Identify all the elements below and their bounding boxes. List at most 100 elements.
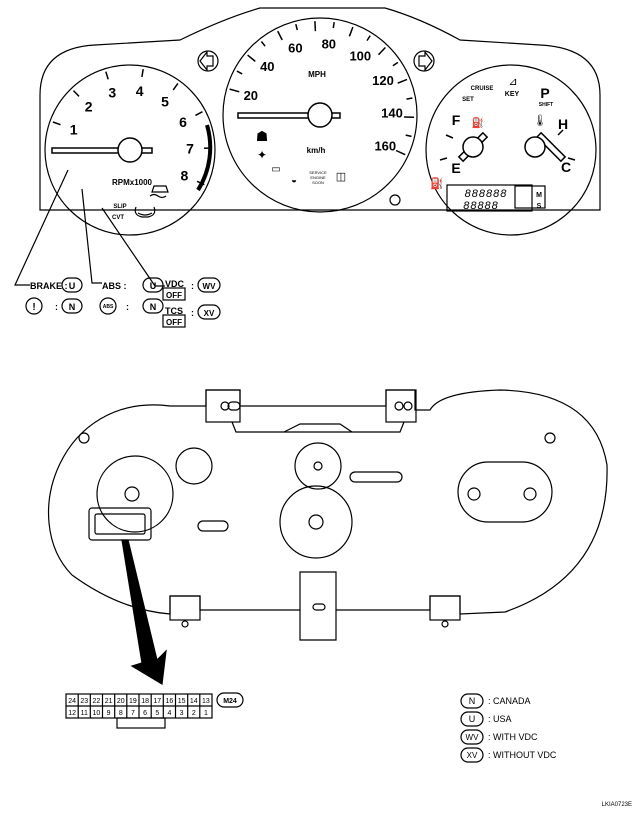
tachometer: [44, 64, 216, 236]
connector-pin: 14: [190, 698, 198, 705]
connector-m24: [65, 692, 244, 729]
speedo-tick-mark: [295, 24, 299, 31]
connector-location: [88, 507, 152, 541]
service-engine-soon-line1: SERVICE: [309, 170, 327, 175]
brake-code-n: N: [69, 302, 76, 312]
vdc-code-box: [197, 277, 221, 293]
abs-icon-text: ABS: [103, 304, 114, 310]
connector-pin: 10: [93, 710, 101, 717]
shift-label: SHIFT: [539, 102, 553, 108]
temp-cold-label: C: [561, 159, 571, 175]
speedo-tick-label: 160: [374, 138, 396, 153]
connector-pin: 20: [117, 698, 125, 705]
speedo-tick-mark: [392, 61, 399, 67]
abs-warning-icon: [99, 297, 117, 315]
fuel-empty-label: E: [451, 160, 460, 176]
brake-sep: :: [55, 302, 58, 312]
vdc-off-box: [162, 287, 186, 301]
legend-text: : USA: [488, 714, 512, 724]
odometer-mode-s: S: [537, 203, 542, 210]
connector-pin: 12: [68, 710, 76, 717]
speedo-tick-label: 60: [288, 40, 302, 55]
tach-tick-mark: [172, 82, 179, 91]
speedo-tick-mark: [348, 26, 354, 37]
speedo-tick-label: 100: [349, 48, 371, 63]
vdc-leader-line: [101, 207, 165, 287]
vdc-label: VDC: [165, 279, 185, 289]
speedo-tick-mark: [395, 149, 406, 156]
connector-pin: 24: [68, 698, 76, 705]
speedo-tick-mark: [405, 134, 412, 138]
cruise-label: CRUISE: [471, 86, 494, 92]
figure-id: LKIA0723E: [602, 802, 632, 808]
speedometer: [222, 17, 418, 213]
key-label: KEY: [505, 91, 520, 98]
connector-pin: 13: [202, 698, 210, 705]
connector-pin: 1: [204, 710, 208, 717]
tcs-label: TCS: [165, 306, 183, 316]
connector-pin: 23: [80, 698, 88, 705]
brake-warning-glyph: !: [32, 302, 35, 313]
tach-needle: [51, 147, 153, 154]
reset-knob: [389, 194, 401, 206]
speedo-tick-mark: [406, 97, 413, 100]
speedo-tick-mark: [277, 30, 283, 41]
tach-redzone-arc: [196, 124, 213, 192]
abs-code-u: U: [150, 281, 157, 291]
speedo-tick-mark: [397, 78, 408, 84]
door-ajar-icon: ⊿: [508, 76, 517, 88]
legend-code: N: [469, 696, 476, 706]
vdc-off-label: OFF: [166, 291, 182, 300]
connector-arrow: [121, 539, 167, 685]
low-fuel-icon: ⛽: [430, 177, 444, 190]
tcs-code-box: [197, 304, 221, 320]
brake-warning-icon: [25, 297, 43, 315]
temp-needle: [535, 131, 567, 163]
speedo-tick-mark: [236, 70, 243, 75]
oil-pressure-warning-icon: ◒: [291, 175, 297, 186]
legend-text: : CANADA: [488, 696, 531, 706]
legend-code-box-xv: [460, 747, 484, 763]
tach-tick-mark: [195, 111, 203, 117]
tach-tick-label: 7: [186, 141, 194, 157]
tcs-sep: :: [191, 308, 194, 318]
connector-id: M24: [223, 698, 237, 705]
service-engine-soon-line2: ENGINE: [310, 175, 326, 180]
connector-pin: 6: [143, 710, 147, 717]
tach-tick-label: 3: [108, 85, 116, 101]
abs-code-n: N: [150, 302, 157, 312]
speedo-tick-label: 140: [381, 106, 403, 121]
temp-hot-label: H: [558, 116, 568, 132]
set-label: SET: [462, 97, 474, 103]
speedo-tick-mark: [260, 41, 266, 47]
speedo-tick-mark: [229, 88, 240, 93]
turn-right-indicator-icon: [413, 50, 435, 72]
legend-code: XV: [467, 751, 478, 760]
seatbelt-warning-icon: ☗: [256, 128, 269, 144]
coolant-temp-icon: 🌡: [533, 114, 547, 127]
speedo-tick-mark: [332, 21, 335, 29]
brake-leader-line: [14, 169, 69, 286]
odometer-digits: 888888: [465, 188, 508, 200]
brake-code-n-box: [61, 298, 83, 314]
slip-indicator-icon: [149, 185, 169, 199]
tach-tick-label: 8: [181, 167, 189, 183]
speedo-tick-label: 20: [244, 88, 258, 103]
legend-code-box-n: [460, 693, 484, 709]
abs-label: ABS :: [102, 281, 127, 291]
connector-pin: 19: [129, 698, 137, 705]
tcs-code: XV: [204, 309, 215, 318]
connector-pin: 11: [81, 710, 88, 717]
battery-warning-icon: ▭: [271, 164, 280, 175]
legend-text: : WITH VDC: [488, 732, 538, 742]
tire-pressure-warning-icon: [134, 206, 156, 218]
speedo-unit-kmh: km/h: [307, 146, 326, 155]
connector-pin: 3: [180, 710, 184, 717]
legend-code: WV: [466, 733, 480, 742]
speedo-tick-mark: [314, 21, 317, 32]
connector-pin: 4: [167, 710, 171, 717]
legend-code-box-u: [460, 711, 484, 727]
service-engine-soon-line3: SOON: [312, 180, 324, 185]
connector-pin: 22: [93, 698, 101, 705]
